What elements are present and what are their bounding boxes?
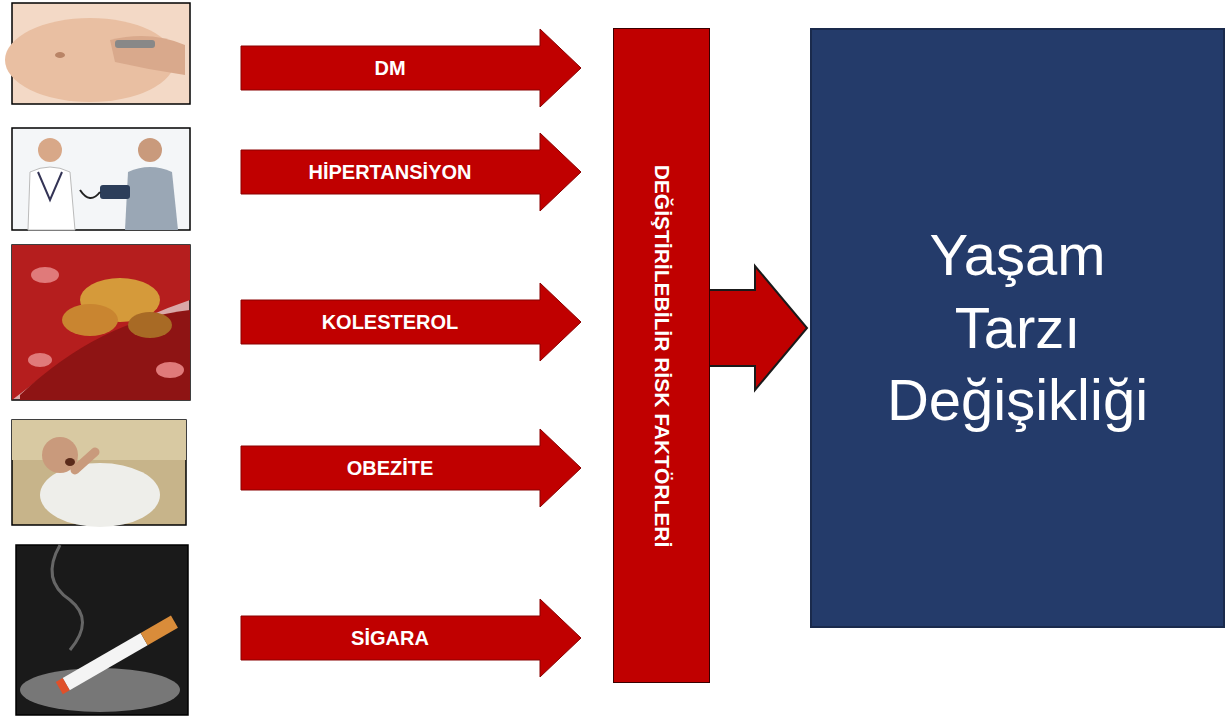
arrow-label: DM	[374, 57, 405, 80]
photo-obesity	[12, 420, 186, 527]
arrow-label: KOLESTEROL	[322, 311, 459, 334]
arrow-fill	[241, 283, 581, 361]
photo-abdomen	[5, 3, 190, 104]
bar-label: DEĞİŞTİRİLEBİLİR RİSK FAKTÖRLERİ	[650, 164, 674, 547]
arrow-text-area: KOLESTEROL	[240, 300, 540, 344]
block-arrow-connector	[709, 266, 807, 390]
arrow-label: OBEZİTE	[347, 457, 434, 480]
arrow-label-shape: KOLESTEROL	[240, 282, 582, 362]
arrow-label: HİPERTANSİYON	[309, 161, 472, 184]
result-label: Yaşam Tarzı Değişikliği	[887, 219, 1148, 437]
photo-artery	[12, 245, 190, 400]
arrow-fill	[241, 429, 581, 507]
arrow-text-area: DM	[240, 46, 540, 90]
arrow-text-area: HİPERTANSİYON	[240, 150, 540, 194]
result-box: Yaşam Tarzı Değişikliği	[810, 28, 1225, 628]
vertical-bar: DEĞİŞTİRİLEBİLİR RİSK FAKTÖRLERİ	[613, 28, 710, 683]
arrow-fill	[241, 599, 581, 677]
arrow-label-shape: SİGARA	[240, 598, 582, 678]
photo-blood-pressure	[12, 128, 190, 230]
arrow-label-shape: OBEZİTE	[240, 428, 582, 508]
block-arrow	[709, 266, 807, 390]
arrow-fill	[241, 29, 581, 107]
arrow-text-area: SİGARA	[240, 616, 540, 660]
arrow-label: SİGARA	[351, 627, 429, 650]
arrow-label-shape: DM	[240, 28, 582, 108]
arrow-outline	[240, 28, 582, 108]
photo-cigarette	[16, 545, 188, 715]
arrow-fill	[241, 133, 581, 211]
arrow-label-shape: HİPERTANSİYON	[240, 132, 582, 212]
arrow-text-area: OBEZİTE	[240, 446, 540, 490]
